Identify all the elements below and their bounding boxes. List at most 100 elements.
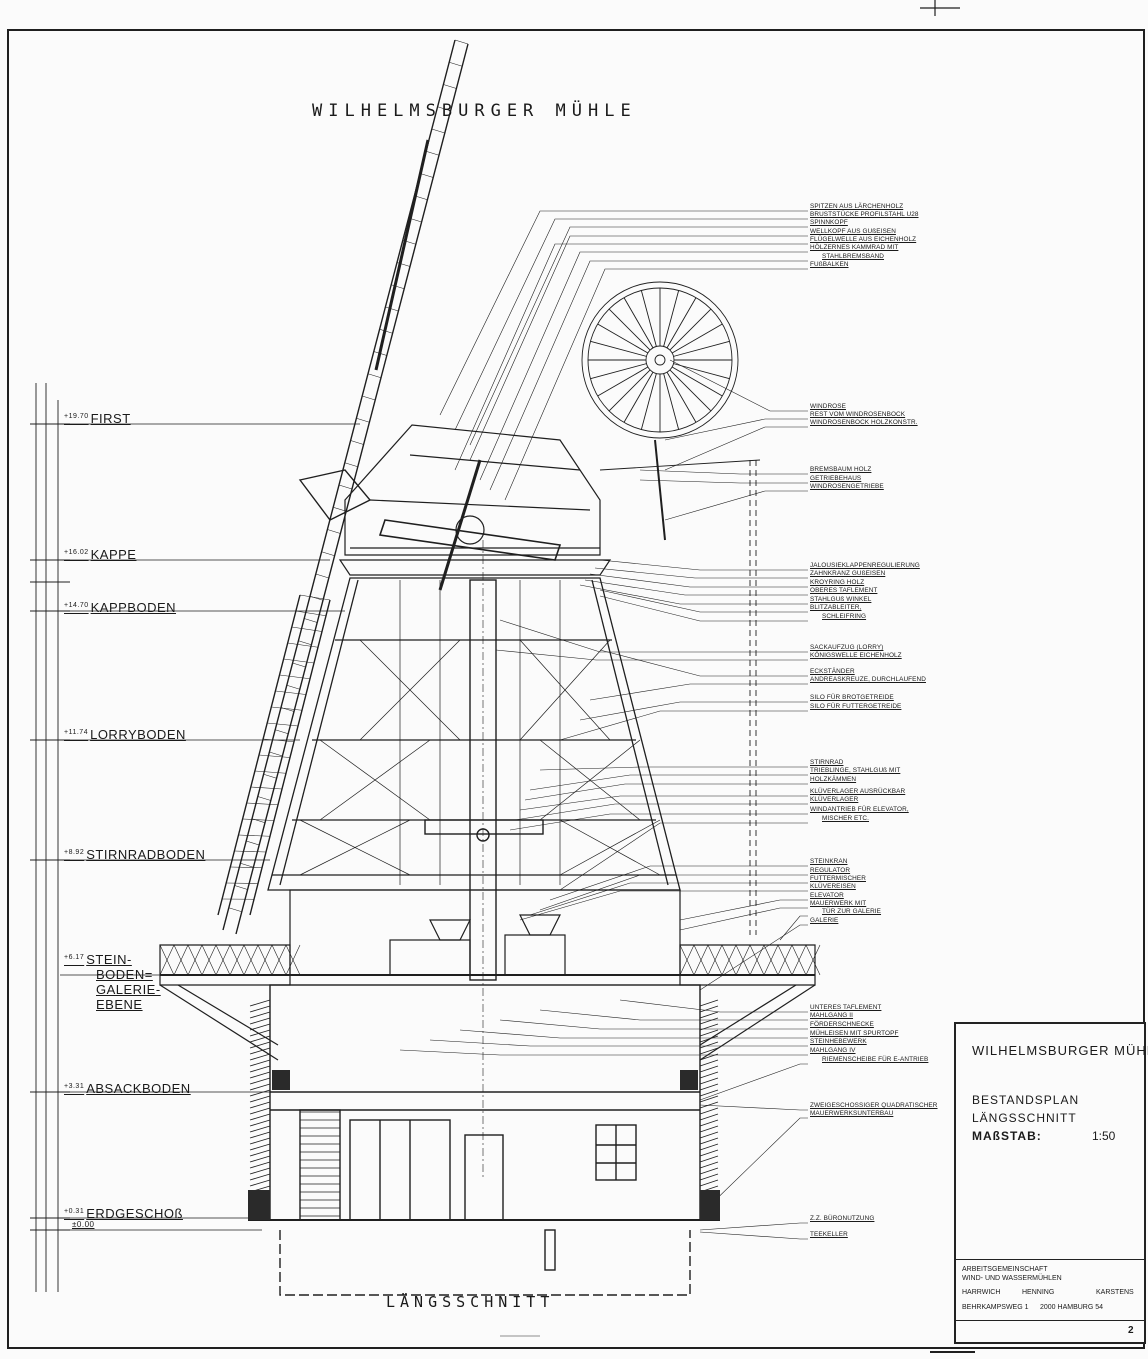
leader-line <box>539 874 808 911</box>
tb-name: WILHELMSBURGER MÜHLE <box>972 1043 1148 1058</box>
annotation-label: ECKSTÄNDER <box>810 668 855 675</box>
annotation-label: KLÜVEREISEN <box>810 883 856 890</box>
dimension-chains <box>30 383 70 1292</box>
annotation-label: MAUERWERK MIT <box>810 900 867 907</box>
annotation-label: SPITZEN AUS LÄRCHENHOLZ <box>810 203 904 210</box>
leader-lines <box>399 210 808 1240</box>
annotation-label: FUßBALKEN <box>810 261 849 268</box>
leader-line <box>589 573 808 588</box>
level-galerie: GALERIE- <box>96 982 161 997</box>
leader-line <box>504 268 808 501</box>
leader-line <box>599 589 808 613</box>
leader-line <box>399 1049 808 1056</box>
leader-line <box>579 584 808 605</box>
annotation-label: KÖNIGSWELLE EICHENHOLZ <box>810 652 902 659</box>
annotation-label: MAUERWERKSUNTERBAU <box>810 1110 894 1117</box>
annotation-label: FLÜGELWELLE AUS EICHENHOLZ <box>810 236 917 243</box>
leader-line <box>459 1029 808 1039</box>
leader-line <box>594 567 808 579</box>
masonry-base <box>248 984 720 1296</box>
annotation-label: KROYRING HOLZ <box>810 579 865 586</box>
annotation-label: BLITZABLEITER, <box>810 604 862 611</box>
tb-scale-value: 1:50 <box>1092 1129 1116 1143</box>
annotation-label: SPINNKOPF <box>810 219 848 226</box>
leader-line <box>429 1039 808 1047</box>
leader-line <box>679 907 808 931</box>
leader-line <box>539 766 808 771</box>
leader-line <box>454 218 808 431</box>
sheet-border <box>7 29 1145 1349</box>
annotation-label: STAHLBREMSBAND <box>822 253 885 260</box>
windmill-sail <box>217 39 469 935</box>
leader-line <box>529 882 808 916</box>
leader-line <box>669 359 808 412</box>
tb-partner2: HENNING <box>1022 1289 1055 1296</box>
annotation-label: UNTERES TAFLEMENT <box>810 1004 882 1011</box>
leader-line <box>549 865 808 901</box>
leader-line <box>559 822 808 891</box>
annotation-label: MAHLGANG II <box>810 1012 854 1019</box>
annotation-label: STEINHEBEWERK <box>810 1038 867 1045</box>
leader-line <box>579 701 808 721</box>
annotation-label: ZWEIGESCHOSSIGER QUADRATISCHER <box>810 1102 938 1109</box>
tb-city: 2000 HAMBURG 54 <box>1040 1304 1104 1311</box>
annotation-label: GETRIEBEHAUS <box>810 475 862 482</box>
tb-group-line2: WIND- UND WASSERMÜHLEN <box>962 1275 1062 1282</box>
annotation-label: WINDROSE <box>810 403 846 410</box>
annotation-label: SILO FÜR FUTTERGETREIDE <box>810 703 902 710</box>
annotation-label: HOLZKÄMMEN <box>810 776 857 783</box>
tb-partner1: HARRWICH <box>962 1289 1001 1296</box>
annotation-label: STAHLGUß WINKEL <box>810 596 872 603</box>
annotation-label: MAHLGANG IV <box>810 1047 856 1054</box>
leader-line <box>699 1117 808 1216</box>
annotation-label: HÖLZERNES KAMMRAD MIT <box>810 244 899 251</box>
leader-line <box>664 418 808 441</box>
annotation-label: JALOUSIEKLAPPENREGULIERUNG <box>810 562 920 569</box>
annotation-label: REGULATOR <box>810 867 851 874</box>
level-ebene: EBENE <box>96 997 143 1012</box>
leader-line <box>519 890 808 921</box>
leader-line <box>779 915 808 941</box>
sail-lattice <box>222 39 469 913</box>
leader-line <box>469 226 808 446</box>
leader-line <box>699 1231 808 1240</box>
drawing-title: WILHELMSBURGER MÜHLE <box>312 101 637 121</box>
annotation-label: MISCHER ETC. <box>822 815 870 822</box>
mill-cap <box>338 424 612 591</box>
leader-line <box>539 1009 808 1021</box>
leader-line <box>584 579 808 596</box>
tb-sheet-no: 2 <box>1128 1325 1134 1336</box>
leader-line <box>699 1063 808 1101</box>
tb-group-line1: ARBEITSGEMEINSCHAFT <box>962 1266 1048 1273</box>
leader-line <box>699 924 808 991</box>
wall-hatching <box>249 999 719 1217</box>
leader-line <box>514 803 808 821</box>
annotation-label: Z.Z. BÜRONUTZUNG <box>810 1215 875 1222</box>
tb-scale-label: MAßSTAB: <box>972 1129 1042 1143</box>
tb-street: BEHRKAMPSWEG 1 <box>962 1304 1029 1311</box>
annotation-label: FÖRDERSCHNECKE <box>810 1021 874 1028</box>
annotation-label: ZAHNKRANZ GUßEISEN <box>810 570 886 577</box>
title-block: WILHELMSBURGER MÜHLE BESTANDSPLAN LÄNGSS… <box>954 1022 1148 1344</box>
annotation-label: ELEVATOR <box>810 892 844 899</box>
leader-line <box>619 999 808 1013</box>
annotation-label: WELLKOPF AUS GUßEISEN <box>810 228 896 235</box>
leader-line <box>589 683 808 701</box>
tb-plan-line2: LÄNGSSCHNITT <box>972 1111 1077 1125</box>
annotation-label: BREMSBAUM HOLZ <box>810 466 872 473</box>
gallery <box>159 889 816 1061</box>
king-shaft <box>424 540 544 1180</box>
leader-line <box>479 251 808 481</box>
leader-line <box>639 479 808 484</box>
annotation-label: STEINKRAN <box>810 858 848 865</box>
leader-line <box>519 795 808 811</box>
annotation-label: RIEMENSCHEIBE FÜR E-ANTRIEB <box>822 1056 929 1063</box>
leader-line <box>599 595 808 622</box>
